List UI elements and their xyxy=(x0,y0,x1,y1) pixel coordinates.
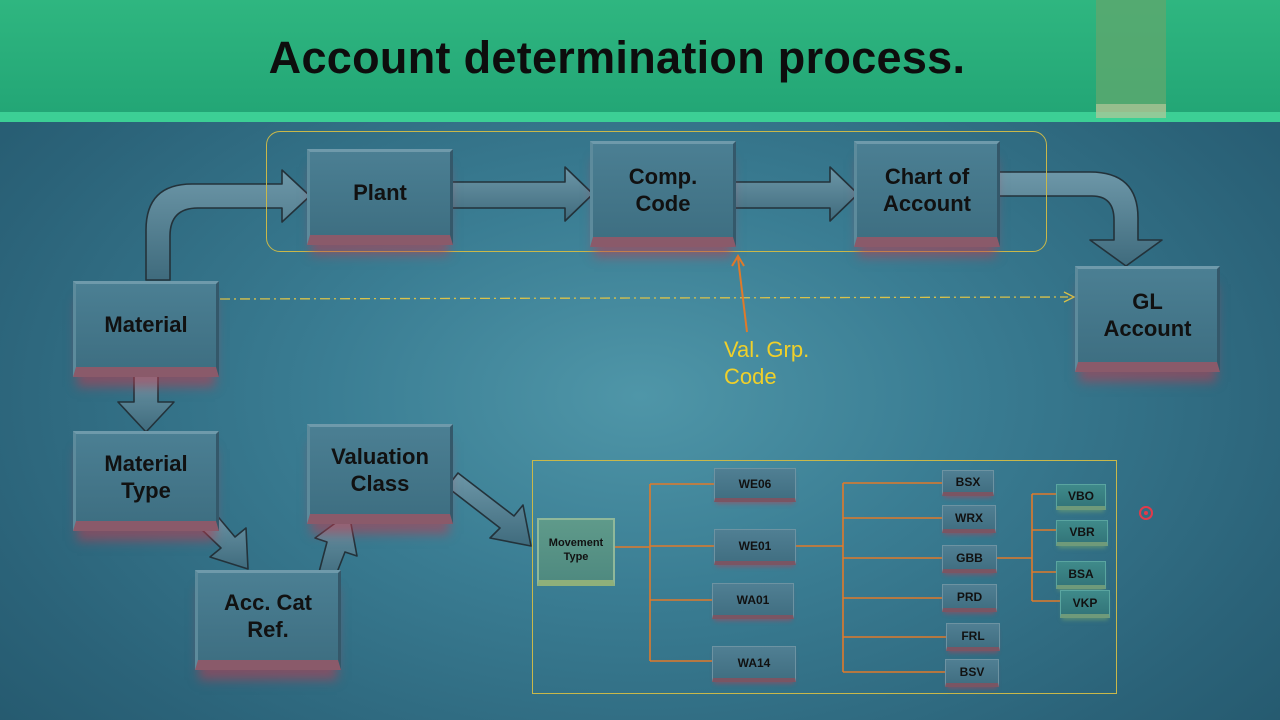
box-plant: Plant xyxy=(307,149,453,245)
arrow-plant-to-comp-code xyxy=(451,166,594,222)
arrow-valuation-to-movement xyxy=(446,472,532,547)
key-wrx: WRX xyxy=(942,505,996,533)
org-structure-frame xyxy=(266,131,1047,252)
arrow-material-to-type xyxy=(117,373,175,433)
box-comp-code: Comp. Code xyxy=(590,141,736,247)
box-acc-cat-ref: Acc. Cat Ref. xyxy=(195,570,341,670)
box-valuation-class: Valuation Class xyxy=(307,424,453,524)
cursor-marker xyxy=(1139,506,1153,520)
key-vkp: VKP xyxy=(1060,590,1110,618)
key-bsx: BSX xyxy=(942,470,994,496)
key-prd: PRD xyxy=(942,584,997,612)
key-bsa: BSA xyxy=(1056,561,1106,589)
val-grp-pointer-head xyxy=(731,254,745,267)
movement-code-we01: WE01 xyxy=(714,529,796,565)
val-grp-code-label: Val. Grp. Code xyxy=(724,337,810,389)
dashed-link-arrowhead xyxy=(1063,291,1076,303)
key-vbo: VBO xyxy=(1056,484,1106,510)
slide-title: Account determination process. xyxy=(268,32,966,83)
box-gl-account: GL Account xyxy=(1075,266,1220,372)
key-vbr: VBR xyxy=(1056,520,1108,546)
box-chart-of-account: Chart of Account xyxy=(854,141,1000,247)
decorative-stripe-base xyxy=(1096,104,1166,118)
title-bar-band xyxy=(0,112,1280,122)
arrow-chart-to-gl xyxy=(997,171,1163,267)
title-bar xyxy=(0,0,1280,120)
key-bsv: BSV xyxy=(945,659,999,687)
key-frl: FRL xyxy=(946,623,1000,651)
movement-code-wa14: WA14 xyxy=(712,646,796,682)
box-movement-type: Movement Type xyxy=(537,518,615,586)
dashed-link-material-to-gl xyxy=(219,296,1069,300)
key-gbb: GBB xyxy=(942,545,997,573)
arrow-material-to-plant xyxy=(145,169,311,281)
val-grp-pointer xyxy=(737,257,748,333)
box-material-type: Material Type xyxy=(73,431,219,531)
arrow-comp-code-to-chart xyxy=(734,166,859,222)
movement-code-we06: WE06 xyxy=(714,468,796,502)
movement-code-wa01: WA01 xyxy=(712,583,794,619)
decorative-stripe xyxy=(1096,0,1166,112)
movement-detail-frame xyxy=(532,460,1117,694)
box-material: Material xyxy=(73,281,219,377)
